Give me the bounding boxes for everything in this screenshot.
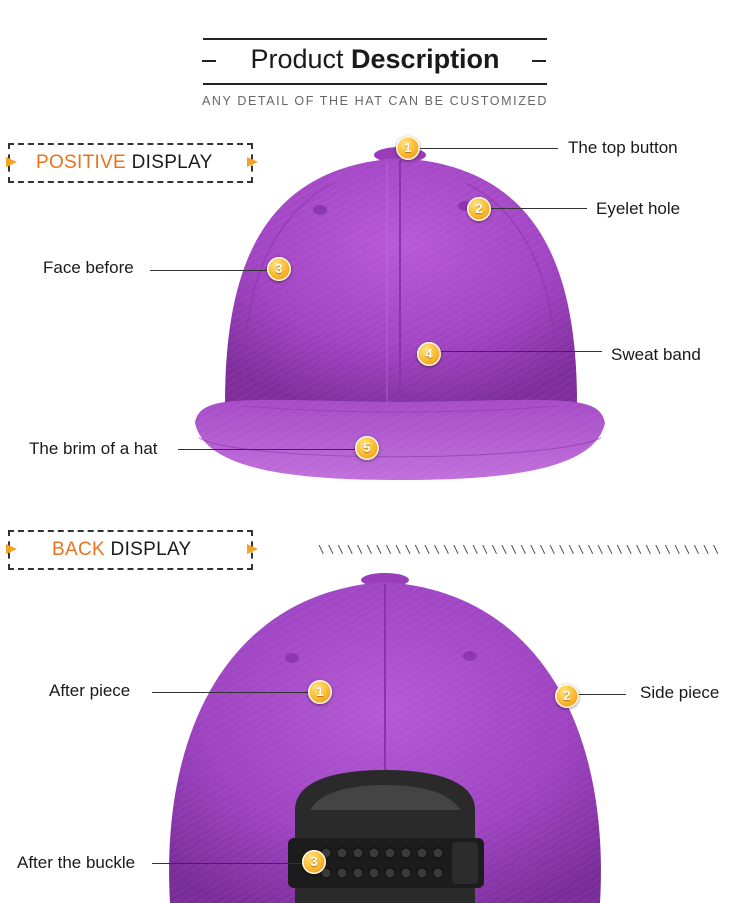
arrow-right-icon — [6, 544, 17, 554]
callout-badge-eyelet-hole: 2 — [467, 197, 491, 221]
callout-badge-buckle: 3 — [302, 850, 326, 874]
decorative-tick-row: \\\\\\\\\\\\\\\\\\\\\\\\\\\\\\\\\\\\\\\\… — [318, 543, 720, 555]
page-title: Product Description — [0, 44, 750, 75]
positive-display-label: POSITIVE DISPLAY — [36, 152, 213, 174]
back-display-accent: BACK — [52, 539, 105, 560]
callout-badge-brim: 5 — [355, 436, 379, 460]
callout-line-face-before — [150, 270, 280, 271]
callout-badge-after-piece: 1 — [308, 680, 332, 704]
callout-line-side-piece — [568, 694, 626, 695]
callout-label-sweat-band: Sweat band — [611, 345, 701, 364]
callout-line-top-button — [410, 148, 558, 149]
callout-label-after-piece: After piece — [49, 681, 131, 700]
positive-display-accent: POSITIVE — [36, 152, 127, 173]
callout-line-buckle — [152, 863, 314, 864]
callout-label-side-piece: Side piece — [640, 683, 720, 702]
page-title-light: Product — [250, 44, 344, 74]
callout-line-after-piece — [152, 692, 320, 693]
callout-label-face-before: Face before — [43, 258, 134, 277]
callout-line-brim — [178, 449, 368, 450]
header-rule-top — [203, 38, 547, 40]
cap-back-image — [169, 573, 601, 903]
arrow-right-icon — [247, 157, 258, 167]
header-rule-bottom — [203, 83, 547, 85]
header-dash-left — [202, 60, 216, 62]
positive-display-rest: DISPLAY — [131, 152, 213, 173]
callout-label-brim: The brim of a hat — [29, 439, 158, 458]
callout-label-top-button: The top button — [568, 138, 678, 157]
page-subtitle: ANY DETAIL OF THE HAT CAN BE CUSTOMIZED — [201, 94, 548, 108]
callout-label-eyelet-hole: Eyelet hole — [596, 199, 681, 218]
page-title-bold: Description — [351, 44, 500, 74]
callout-badge-sweat-band: 4 — [417, 342, 441, 366]
callout-badge-face-before: 3 — [267, 257, 291, 281]
arrow-right-icon — [6, 157, 17, 167]
callout-line-sweat-band — [430, 351, 602, 352]
callout-line-eyelet-hole — [480, 208, 587, 209]
arrow-right-icon — [247, 544, 258, 554]
cap-front-image — [195, 147, 605, 480]
back-display-label: BACK DISPLAY — [52, 539, 192, 561]
callout-badge-top-button: 1 — [396, 136, 420, 160]
callout-label-buckle: After the buckle — [17, 853, 136, 872]
back-display-rest: DISPLAY — [110, 539, 192, 560]
header-dash-right — [532, 60, 546, 62]
callout-badge-side-piece: 2 — [555, 684, 579, 708]
